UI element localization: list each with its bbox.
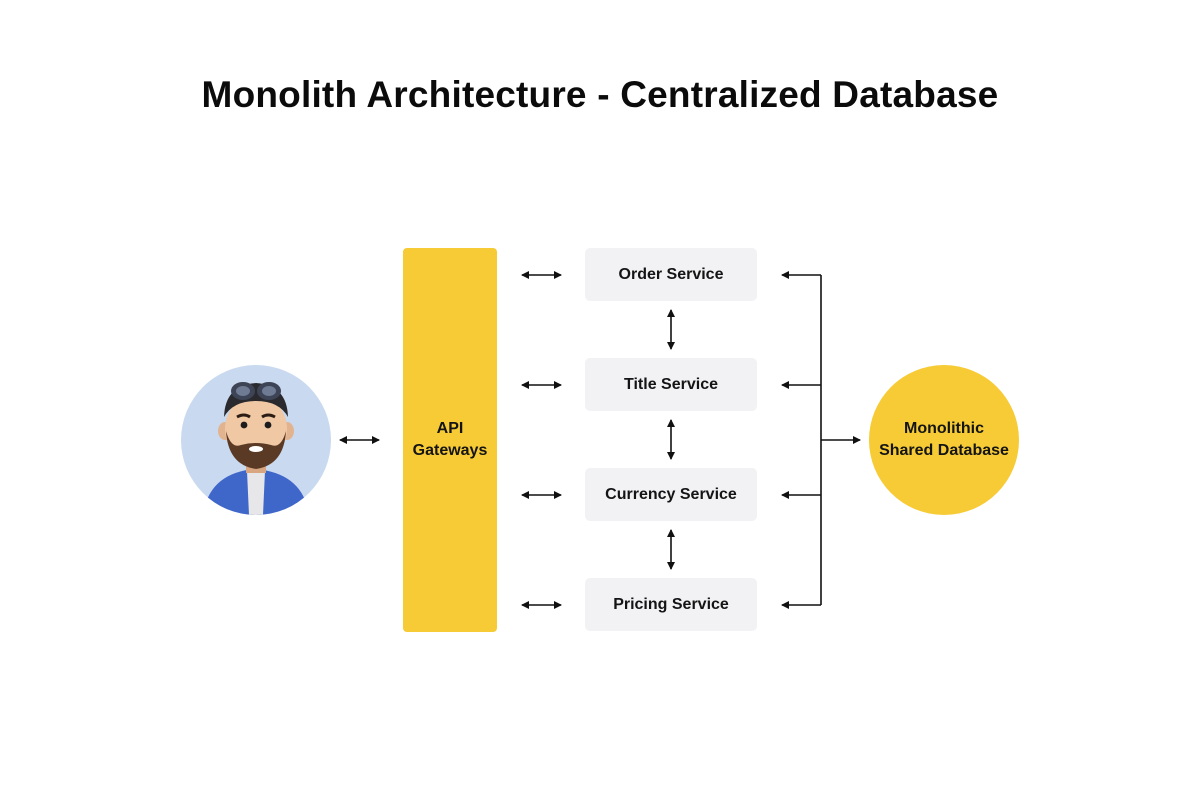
service-title: Title Service [585, 358, 757, 411]
service-currency: Currency Service [585, 468, 757, 521]
api-gateway-box: API Gateways [403, 248, 497, 632]
page-title: Monolith Architecture - Centralized Data… [201, 74, 999, 115]
service-order: Order Service [585, 248, 757, 301]
shared-database: Monolithic Shared Database [869, 365, 1019, 515]
service-pricing: Pricing Service [585, 578, 757, 631]
user-avatar-icon [181, 365, 331, 515]
